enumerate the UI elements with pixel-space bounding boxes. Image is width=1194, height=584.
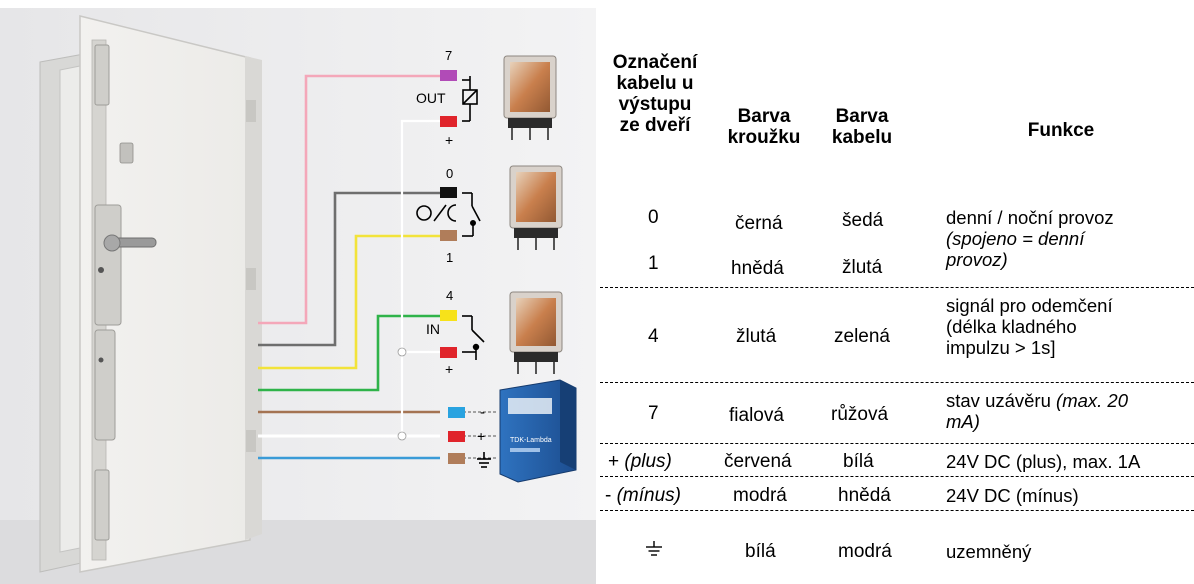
relay-coil-symbol: [462, 76, 478, 122]
gray-wire: [258, 191, 440, 347]
label-4: 4: [446, 288, 453, 303]
row-minus-ring: modrá: [733, 485, 787, 506]
function-day-night: denní / noční provoz (spojeno = denní pr…: [946, 207, 1114, 270]
function-unlock-signal: signál pro odemčení (délka kladného impu…: [946, 295, 1113, 358]
function-plus: 24V DC (plus), max. 1A: [946, 451, 1141, 472]
function-lock-status: stav uzávěru (max. 20 mA): [946, 390, 1128, 432]
power-supply-image: TDK-Lambda: [499, 379, 577, 483]
ring-yellow: [440, 310, 457, 321]
ground-icon: [646, 541, 662, 556]
row-divider: [600, 443, 1194, 444]
label-plus-low: +: [477, 428, 485, 444]
relay-image-2: [509, 165, 563, 250]
function-minus: 24V DC (mínus): [946, 485, 1079, 506]
terminal-rings: [440, 70, 465, 464]
header-ring-color: Barva kroužku: [727, 106, 801, 148]
row-divider: [600, 382, 1194, 383]
input-switch-symbol: [462, 315, 485, 360]
ring-black: [440, 187, 457, 198]
row-minus-cable: hnědá: [838, 485, 891, 506]
function-ground: uzemněný: [946, 541, 1032, 562]
row-1-cable: žlutá: [842, 257, 883, 278]
row-plus-ring: červená: [724, 451, 792, 472]
row-divider: [600, 476, 1194, 477]
label-in: IN: [426, 321, 440, 337]
green-wire: [258, 314, 440, 392]
row-plus-mark: + (plus): [608, 451, 672, 472]
pink-wire: [258, 74, 440, 325]
relay-image-3: [509, 291, 563, 374]
row-divider: [600, 287, 1194, 288]
row-7-cable: růžová: [831, 404, 889, 425]
row-4-mark: 4: [648, 326, 659, 347]
header-cable-color: Barva kabelu: [831, 106, 893, 148]
row-4-ring: žlutá: [736, 326, 777, 347]
cable-table: Označení kabelu u výstupu ze dveří Barva…: [600, 0, 1194, 584]
row-ground-ring: bílá: [745, 541, 776, 562]
row-minus-mark: - (mínus): [605, 485, 682, 506]
ring-brown-low: [448, 453, 465, 464]
ring-brown-1: [440, 230, 457, 241]
row-plus-cable: bílá: [843, 451, 874, 472]
day-night-switch-symbol: [416, 192, 481, 237]
yellow-wire: [258, 234, 440, 370]
label-plus-top: +: [445, 132, 453, 148]
row-ground-cable: modrá: [838, 541, 892, 562]
label-plus-mid: +: [445, 361, 453, 377]
ring-red-top: [440, 116, 457, 127]
label-minus: -: [480, 404, 485, 421]
row-divider: [600, 510, 1194, 511]
ring-red-mid: [440, 347, 457, 358]
row-7-ring: fialová: [729, 405, 784, 426]
door-illustration: [39, 15, 262, 573]
label-7: 7: [445, 48, 452, 63]
psu-brand-label: TDK-Lambda: [510, 437, 552, 444]
row-1-ring: hnědá: [731, 258, 784, 279]
wires: [258, 74, 498, 460]
relay-image-1: [503, 55, 557, 140]
row-1-mark: 1: [648, 253, 659, 274]
header-function: Funkce: [1027, 120, 1095, 141]
ground-icon: [477, 452, 491, 468]
row-7-mark: 7: [648, 403, 659, 424]
label-out: OUT: [416, 90, 446, 106]
wiring-diagram: 7 OUT + 0 1 4 IN + - +: [0, 8, 596, 584]
row-4-cable: zelená: [834, 326, 890, 347]
ring-blue: [448, 407, 465, 418]
row-0-cable: šedá: [842, 210, 884, 231]
label-1: 1: [446, 250, 453, 265]
label-0: 0: [446, 166, 453, 181]
ring-purple: [440, 70, 457, 81]
row-0-mark: 0: [648, 207, 659, 228]
row-0-ring: černá: [735, 213, 783, 234]
ring-red-low: [448, 431, 465, 442]
header-cable-mark: Označení kabelu u výstupu ze dveří: [612, 52, 698, 136]
